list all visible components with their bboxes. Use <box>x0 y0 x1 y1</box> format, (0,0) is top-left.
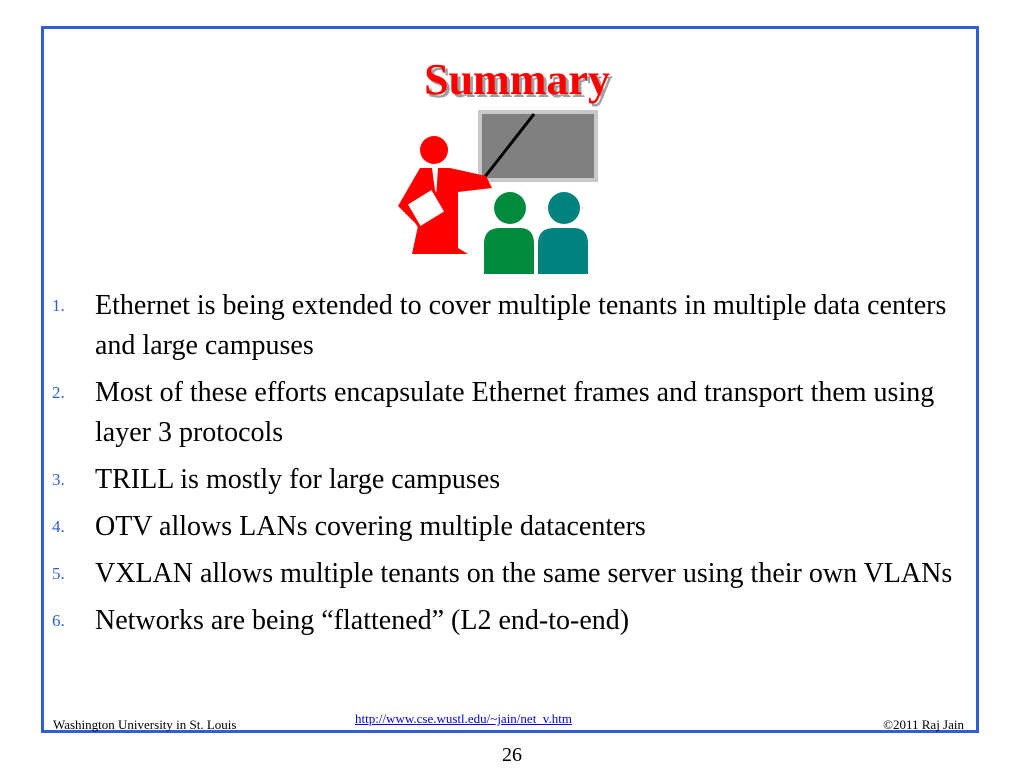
slide-title: Summary <box>424 55 610 104</box>
presenter-with-audience-icon <box>398 110 598 274</box>
list-item-number: 4. <box>52 517 65 536</box>
audience-body-right-icon <box>538 228 588 274</box>
list-item-text: TRILL is mostly for large campuses <box>95 464 501 495</box>
audience-head-right-icon <box>548 192 580 224</box>
list-item-number: 1. <box>52 296 65 315</box>
footer-link[interactable]: http://www.cse.wustl.edu/~jain/net_v.htm <box>355 711 572 726</box>
list-item-text: Ethernet is being extended to cover mult… <box>95 290 947 361</box>
list-item: 5. VXLAN allows multiple tenants on the … <box>52 554 967 594</box>
list-item-number: 2. <box>52 383 65 402</box>
list-item-text: OTV allows LANs covering multiple datace… <box>95 511 646 542</box>
list-item-text: Networks are being “flattened” (L2 end-t… <box>95 605 630 636</box>
list-item-text: VXLAN allows multiple tenants on the sam… <box>95 558 953 589</box>
board-icon <box>478 110 598 182</box>
footer-institution: Washington University in St. Louis <box>53 717 237 732</box>
slide-frame <box>41 26 979 733</box>
footer-copyright: ©2011 Raj Jain <box>883 717 964 732</box>
document-icon <box>403 185 449 231</box>
audience-body-left-icon <box>484 228 534 274</box>
list-item: 3. TRILL is mostly for large campuses <box>52 460 967 500</box>
list-item-number: 6. <box>52 611 65 630</box>
list-item-text: Most of these efforts encapsulate Ethern… <box>95 377 935 448</box>
page-number: 26 <box>502 744 522 766</box>
list-item: 6. Networks are being “flattened” (L2 en… <box>52 601 967 641</box>
audience-head-left-icon <box>494 192 526 224</box>
list-item: 4. OTV allows LANs covering multiple dat… <box>52 507 967 547</box>
pointer-icon <box>482 113 536 179</box>
presenter-head-icon <box>420 136 448 164</box>
summary-list: 1. Ethernet is being extended to cover m… <box>52 286 967 648</box>
list-item-number: 3. <box>52 470 65 489</box>
list-item: 2. Most of these efforts encapsulate Eth… <box>52 373 967 453</box>
list-item-number: 5. <box>52 564 65 583</box>
list-item: 1. Ethernet is being extended to cover m… <box>52 286 967 366</box>
